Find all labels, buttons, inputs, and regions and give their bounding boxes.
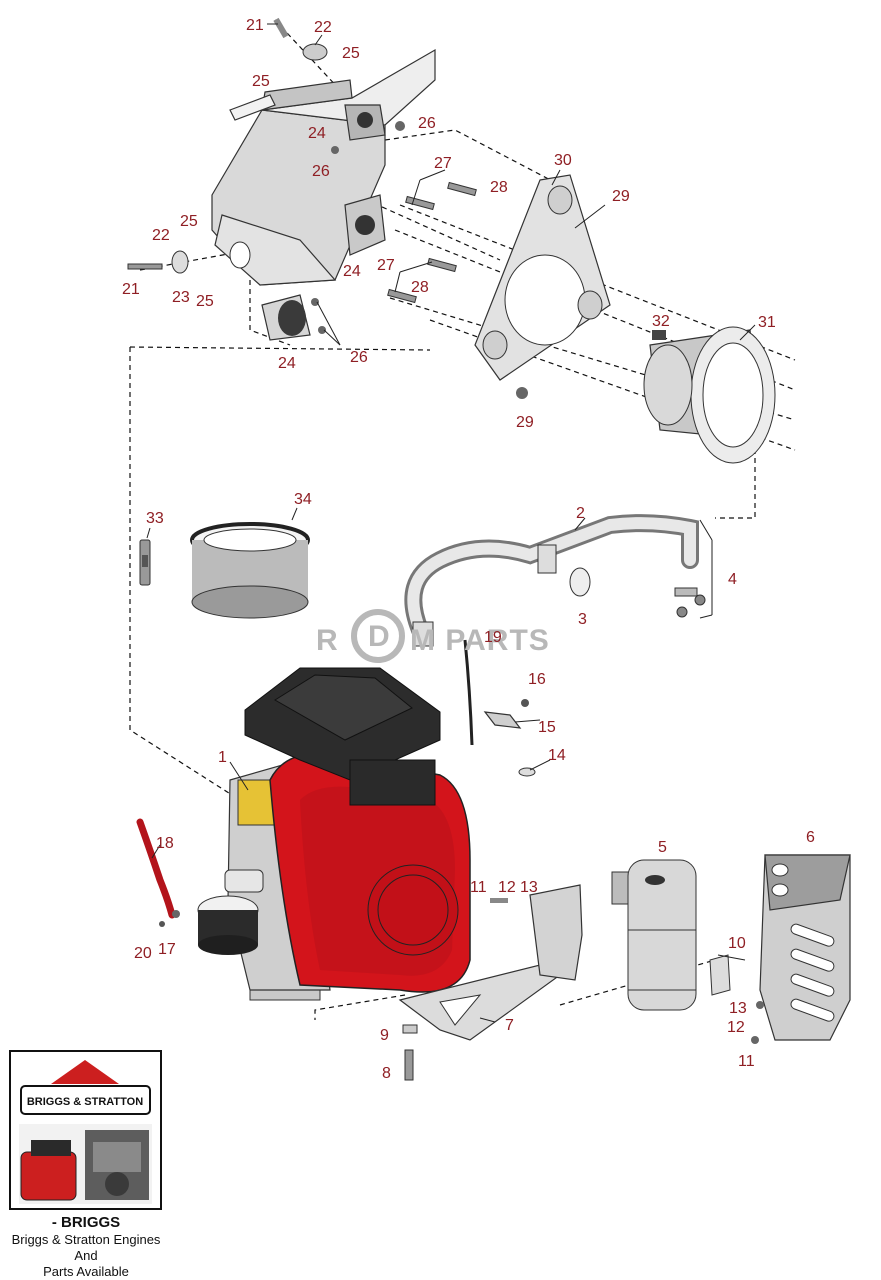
rubber-mount	[261, 294, 311, 341]
callout-17: 17	[158, 941, 176, 958]
callout-11: 11	[738, 1053, 755, 1070]
briggs-brand-box[interactable]: BRIGGS & STRATTON	[9, 1050, 162, 1210]
briggs-brand-logo: BRIGGS & STRATTON	[19, 1060, 152, 1204]
callout-12: 12	[727, 1019, 745, 1036]
watermark-suffix: M PARTS	[410, 624, 550, 657]
callout-11: 11	[470, 879, 487, 896]
callout-28: 28	[411, 279, 429, 296]
callout-23: 23	[172, 289, 190, 306]
watermark: R D M PARTS	[316, 609, 550, 663]
hardware-bolts	[127, 17, 666, 399]
callout-34: 34	[294, 491, 312, 508]
blower-housing	[643, 326, 776, 464]
brand-description-line1: Briggs & Stratton Engines And	[11, 1232, 161, 1263]
callout-22: 22	[314, 19, 332, 36]
callout-12: 12	[498, 879, 516, 896]
callout-29: 29	[612, 188, 630, 205]
callout-25: 25	[342, 45, 360, 62]
callout-31: 31	[758, 314, 776, 331]
brand-caption: - BRIGGS Briggs & Stratton Engines And P…	[0, 1214, 172, 1280]
callout-5: 5	[658, 839, 667, 856]
callout-14: 14	[548, 747, 566, 764]
callout-32: 32	[652, 313, 670, 330]
callout-26: 26	[418, 115, 436, 132]
lower-bracket	[398, 884, 583, 1081]
engine-mount-frame	[211, 48, 436, 286]
adapter-plate	[474, 174, 611, 381]
callout-21: 21	[122, 281, 140, 298]
callout-25: 25	[180, 213, 198, 230]
callout-28: 28	[490, 179, 508, 196]
callout-9: 9	[380, 1027, 389, 1044]
callout-29: 29	[516, 414, 534, 431]
callout-3: 3	[578, 611, 587, 628]
callout-24: 24	[308, 125, 326, 142]
callout-2: 2	[576, 505, 585, 522]
brand-logo-text: BRIGGS & STRATTON	[27, 1096, 143, 1108]
leader-lines	[146, 23, 756, 1023]
callout-22: 22	[152, 227, 170, 244]
callout-10: 10	[728, 935, 746, 952]
callout-25: 25	[196, 293, 214, 310]
spark-plug	[139, 539, 151, 586]
muffler-shield	[709, 854, 851, 1044]
callout-27: 27	[434, 155, 452, 172]
callout-18: 18	[156, 835, 174, 852]
callout-7: 7	[505, 1017, 514, 1034]
callout-13: 13	[729, 1000, 747, 1017]
small-bracket-parts	[463, 639, 536, 777]
exhaust-pipe	[404, 514, 699, 647]
callout-20: 20	[134, 945, 152, 962]
callout-24: 24	[278, 355, 296, 372]
callout-24: 24	[343, 263, 361, 280]
muffler	[611, 859, 697, 1011]
callout-4: 4	[728, 571, 737, 588]
callout-33: 33	[146, 510, 164, 527]
callout-labels: 21 22 25 25 26 24 26 30 27 28 29 25 22 2…	[122, 17, 815, 1082]
watermark-mid-letter: D	[368, 620, 391, 653]
callout-13: 13	[520, 879, 538, 896]
air-filter	[190, 522, 310, 619]
brand-title: - BRIGGS	[51, 1214, 121, 1231]
engine	[197, 667, 471, 1001]
exhaust-clamp	[674, 587, 706, 618]
callout-21: 21	[246, 17, 264, 34]
watermark-gear-icon	[351, 609, 405, 663]
callout-26: 26	[312, 163, 330, 180]
callout-16: 16	[528, 671, 546, 688]
callout-8: 8	[382, 1065, 391, 1082]
callout-25: 25	[252, 73, 270, 90]
brand-triangle-icon	[51, 1060, 119, 1084]
callout-15: 15	[538, 719, 556, 736]
fuel-hose	[136, 818, 180, 927]
brand-description-line2: Parts Available	[43, 1264, 129, 1279]
callout-19: 19	[484, 629, 502, 646]
callout-26: 26	[350, 349, 368, 366]
callout-1: 1	[218, 749, 227, 766]
callout-30: 30	[554, 152, 572, 169]
callout-27: 27	[377, 257, 395, 274]
callout-6: 6	[806, 829, 815, 846]
watermark-prefix: R	[316, 624, 339, 657]
